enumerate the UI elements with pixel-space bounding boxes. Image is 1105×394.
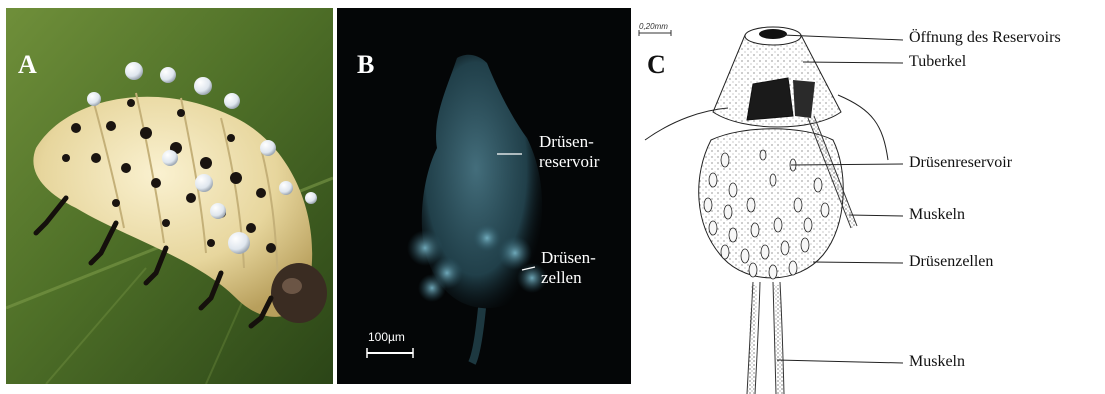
label-gland-reservoir-drawing: Drüsenreservoir — [909, 154, 1012, 172]
tubercle — [713, 27, 841, 127]
label-reservoir-line-2: reservoir — [539, 152, 599, 172]
label-cells-line-1: Drüsen- — [541, 248, 596, 268]
label-cells-line-2: zellen — [541, 268, 596, 288]
label-tubercle: Tuberkel — [909, 53, 966, 71]
label-gland-cells-drawing: Drüsenzellen — [909, 253, 993, 271]
panel-letter-a: A — [18, 50, 37, 80]
label-reservoir-opening: Öffnung des Reservoirs — [909, 29, 1061, 47]
panel-letter-c: C — [647, 50, 666, 80]
drawing-scale-note: 0,20mm — [639, 22, 668, 31]
label-muscles-upper: Muskeln — [909, 206, 965, 224]
gland-micrograph-illustration — [337, 8, 631, 384]
panel-a-larva-photo: A — [6, 8, 333, 384]
label-reservoir-line-1: Drüsen- — [539, 132, 599, 152]
gland-drawing-illustration — [633, 0, 1105, 394]
larva-photo-illustration — [6, 8, 333, 384]
panel-letter-b: B — [357, 50, 374, 80]
label-gland-reservoir: Drüsen- reservoir — [539, 132, 599, 172]
scale-bar-label: 100µm — [368, 330, 405, 344]
muscle-strands-lower — [747, 282, 784, 394]
panel-b-micrograph: B Drüsen- reservoir Drüsen- zellen 100µm — [337, 8, 631, 384]
label-gland-cells: Drüsen- zellen — [541, 248, 596, 288]
panel-c-drawing: 0,20mm C Öffnung des Reservoirs Tuberkel… — [633, 0, 1105, 394]
reservoir-body — [699, 129, 844, 278]
label-muscles-lower: Muskeln — [909, 353, 965, 371]
